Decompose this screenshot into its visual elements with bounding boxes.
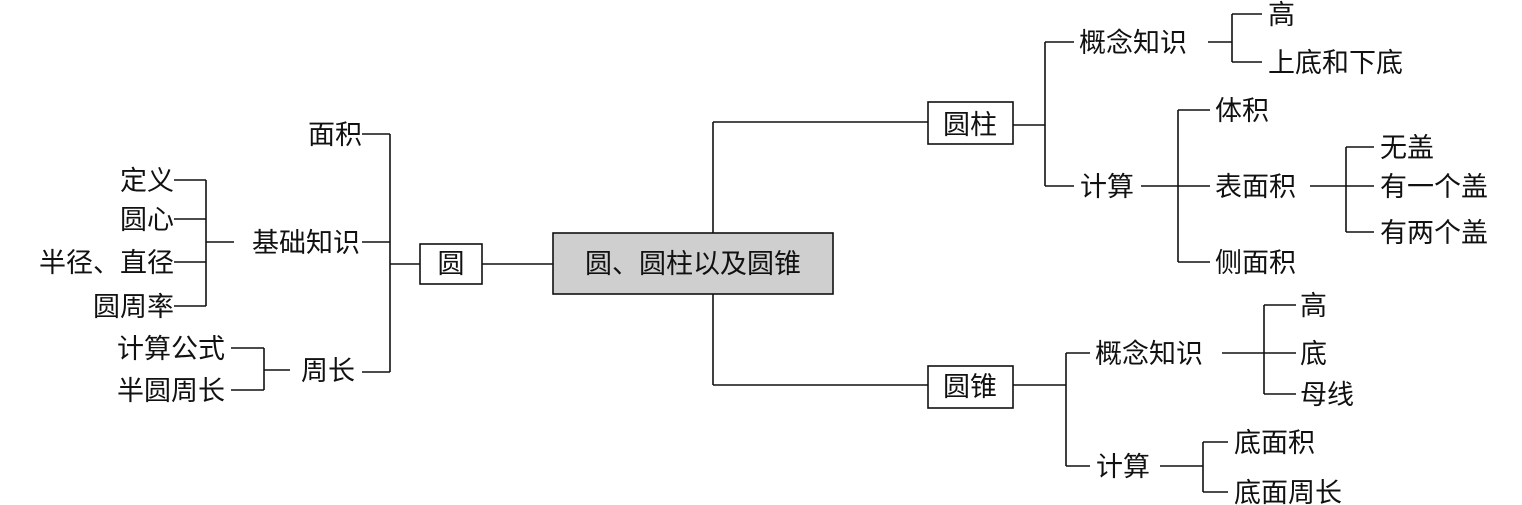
cylinder-concept-height: 高: [1268, 0, 1295, 31]
circle-area-label: 面积: [308, 120, 362, 151]
cylinder-concepts-label: 概念知识: [1079, 28, 1187, 59]
root-node-label: 圆、圆柱以及圆锥: [585, 249, 801, 280]
basics-item-pi: 圆周率: [93, 292, 174, 323]
cone-calc-base-area: 底面积: [1234, 428, 1315, 459]
cone-concepts-label: 概念知识: [1095, 339, 1203, 370]
connectors: [174, 13, 1374, 493]
cone-node-label: 圆锥: [943, 372, 997, 403]
root-node-box: [552, 232, 834, 295]
perimeter-item-semicircle: 半圆周长: [117, 376, 225, 407]
surface-item-one-lid: 有一个盖: [1380, 172, 1488, 203]
cylinder-concept-bases: 上底和下底: [1268, 48, 1403, 79]
basics-item-definition: 定义: [120, 166, 174, 197]
surface-item-two-lids: 有两个盖: [1380, 218, 1488, 249]
cone-concept-slant: 母线: [1300, 380, 1354, 411]
circle-node-label: 圆: [438, 249, 465, 280]
cone-calc-label: 计算: [1096, 452, 1150, 483]
perimeter-item-formula: 计算公式: [117, 334, 225, 365]
cylinder-node-box: [927, 101, 1014, 145]
cylinder-calc-label: 计算: [1080, 172, 1134, 203]
circle-perimeter-label: 周长: [301, 356, 355, 387]
cone-concept-base: 底: [1300, 339, 1327, 370]
cylinder-calc-surface: 表面积: [1215, 172, 1296, 203]
cylinder-calc-volume: 体积: [1215, 96, 1269, 127]
cone-concept-height: 高: [1300, 291, 1327, 322]
surface-item-no-lid: 无盖: [1380, 133, 1434, 164]
cylinder-node-label: 圆柱: [943, 110, 997, 141]
basics-item-radius-diameter: 半径、直径: [39, 248, 174, 279]
cone-node-box: [927, 365, 1014, 409]
cone-calc-base-perimeter: 底面周长: [1234, 478, 1342, 505]
cylinder-calc-lateral: 侧面积: [1215, 248, 1296, 279]
circle-basics-label: 基础知识: [252, 228, 360, 259]
basics-item-center: 圆心: [120, 205, 174, 236]
circle-node-box: [419, 243, 483, 285]
